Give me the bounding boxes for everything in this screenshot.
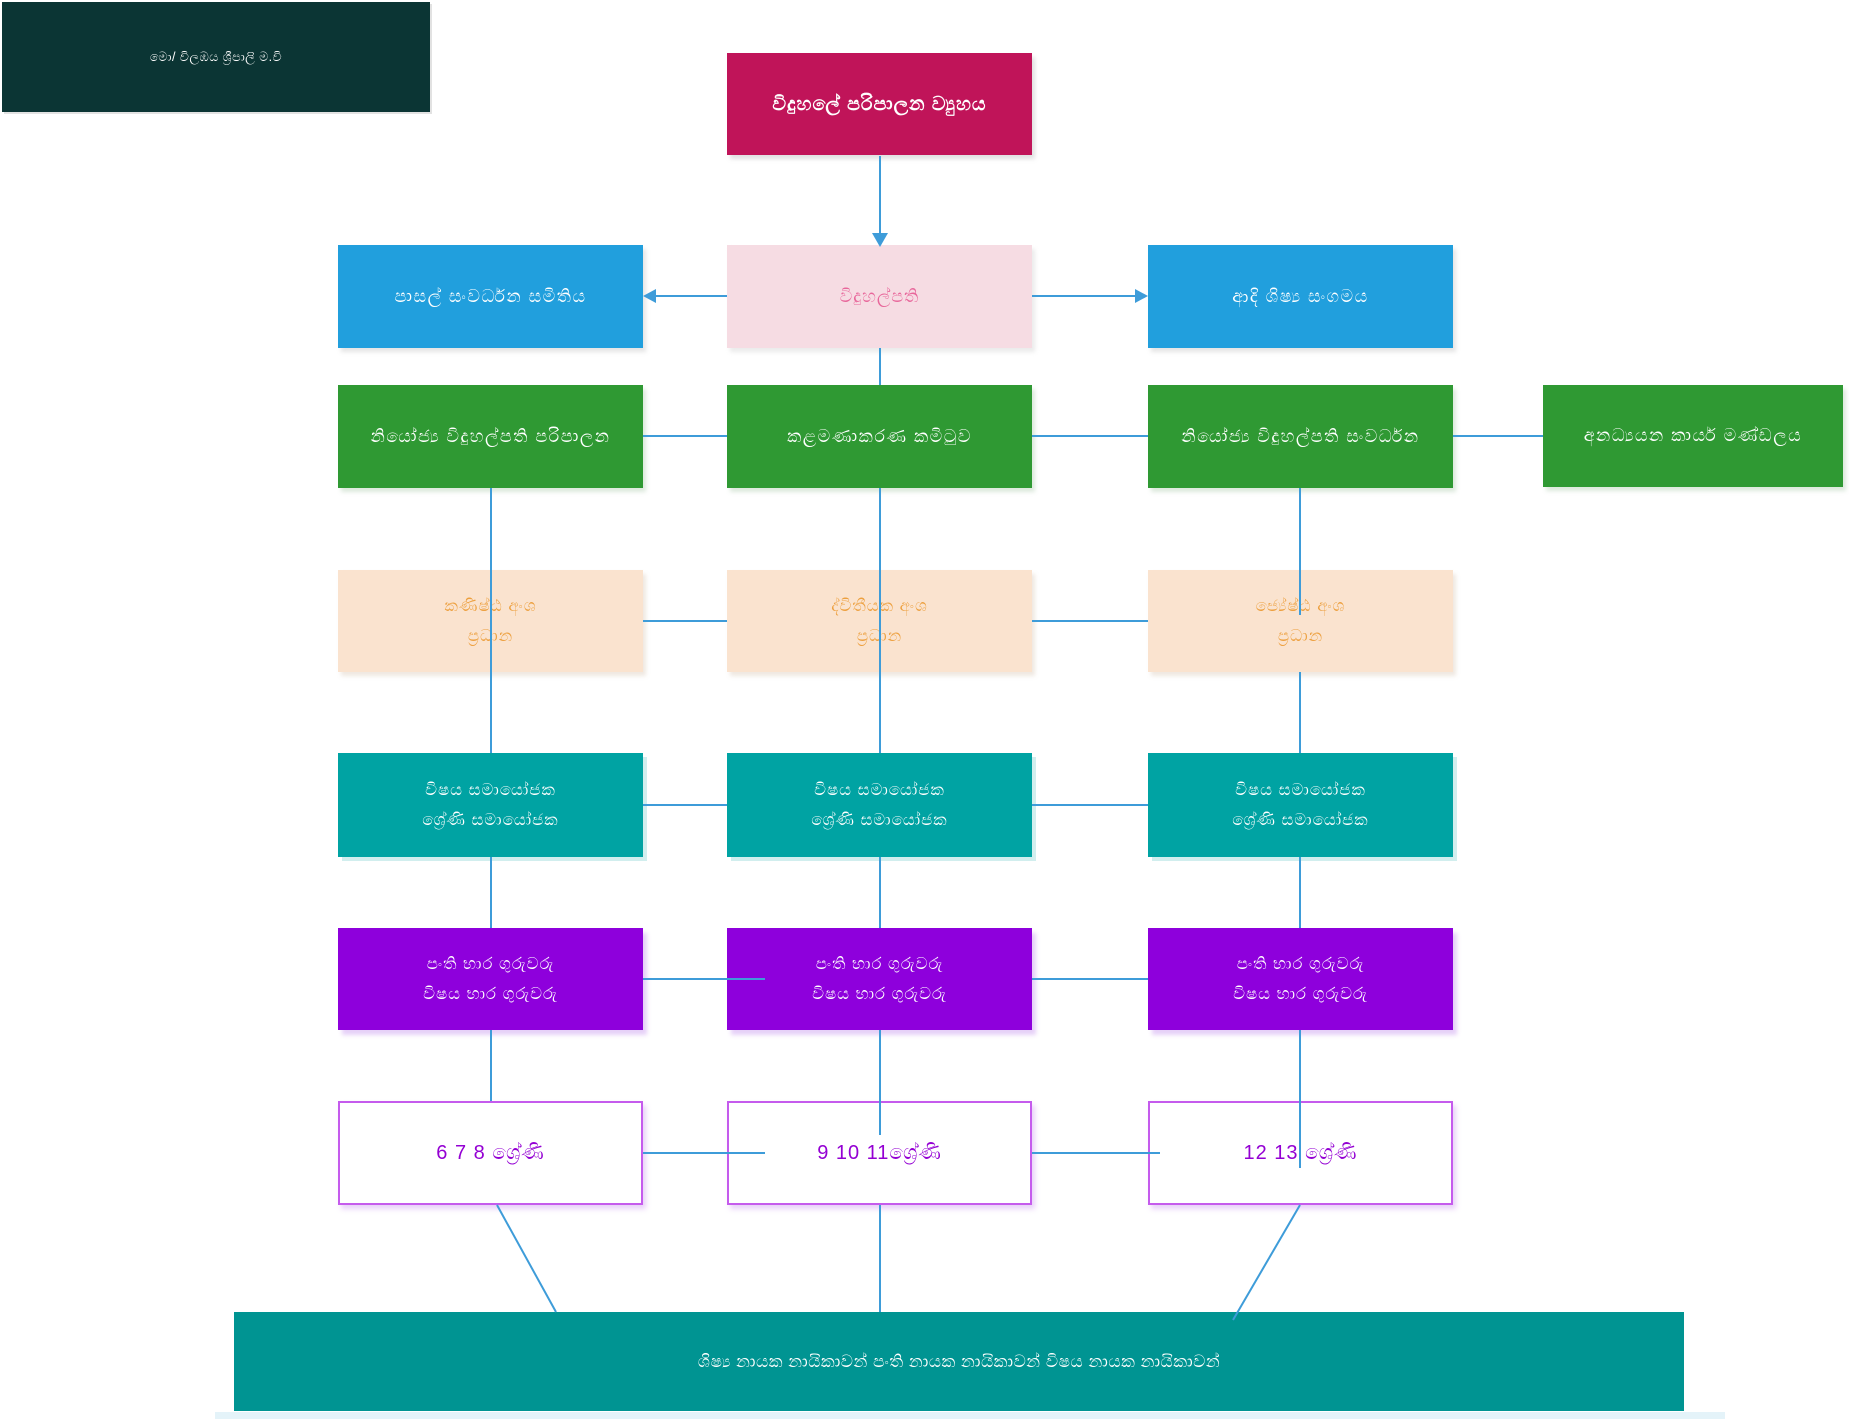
node-coordinators-junior: විෂය සමායෝජක ශ්‍රේණි සමායෝජක [338,753,643,857]
node-label: නියෝජ්‍ය විදුහල්පති පරිපාලන [370,425,611,446]
connector-grades1213-leaders [1232,1204,1301,1321]
node-label: විෂය භාර ගුරුවරු [423,985,558,1003]
node-label: 12 13 ශ්‍රේණි [1243,1142,1358,1164]
node-junior-section-head: කණිෂ්ඨ අංශ ප්‍රධාන [338,570,643,672]
chart-title-label: විදුහලේ පරිපාලන ව්‍යුහය [772,93,987,115]
arrowhead-left-sdc [643,289,656,303]
school-name-label: මො/ විලඹය ශ්‍රීපාලි ම.වි [149,49,283,64]
school-name-badge: මො/ විලඹය ශ්‍රීපාලි ම.වි [2,2,430,112]
node-label: විෂය භාර ගුරුවරු [1233,985,1368,1003]
node-principal: විදුහල්පති [727,245,1032,348]
node-coordinators-secondary: විෂය සමායෝජක ශ්‍රේණි සමායෝජක [727,753,1032,857]
node-grades-12-13: 12 13 ශ්‍රේණි [1148,1101,1453,1205]
node-chart-title: විදුහලේ පරිපාලන ව්‍යුහය [727,53,1032,155]
node-label: 6 7 8 ශ්‍රේණි [436,1142,545,1164]
node-label: ආදි ශිෂ්‍ය සංගමය [1232,285,1369,306]
node-student-leaders-bar: ශිෂ්‍ය නායක නායිකාවන් පංති නායක නායිකාවන… [234,1312,1684,1411]
node-teachers-senior: පංති භාර ගුරුවරු විෂය භාර ගුරුවරු [1148,928,1453,1030]
bottom-edge-strip [215,1412,1725,1419]
node-label: ශ්‍රේණි සමායෝජක [811,811,948,829]
node-non-academic-staff: අනධ්‍යයන කාර්ය මණ්ඩලය [1543,385,1843,487]
node-deputy-principal-admin: නියෝජ්‍ය විදුහල්පති පරිපාලන [338,385,643,488]
node-label: ශිෂ්‍ය නායක නායිකාවන් පංති නායක නායිකාවන… [697,1352,1221,1371]
node-teachers-junior: පංති භාර ගුරුවරු විෂය භාර ගුරුවරු [338,928,643,1030]
node-coordinators-senior: විෂය සමායෝජක ශ්‍රේණි සමායෝජක [1148,753,1453,857]
node-grades-9-10-11: 9 10 11ශ්‍රේණි [727,1101,1032,1205]
node-deputy-principal-development: නියෝජ්‍ය විදුහල්පති සංවර්ධන [1148,385,1453,488]
node-label: නියෝජ්‍ය විදුහල්පති සංවර්ධන [1181,425,1420,446]
node-label: කණිෂ්ඨ අංශ [444,596,537,615]
node-grades-6-7-8: 6 7 8 ශ්‍රේණි [338,1101,643,1205]
node-label: විදුහල්පති [839,285,920,306]
node-management-committee: කළමණාකරණ කමිටුව [727,385,1032,488]
node-label: 9 10 11ශ්‍රේණි [817,1142,942,1164]
node-label: ශ්‍රේණි සමායෝජක [422,811,559,829]
node-label: ප්‍රධාන [1277,627,1324,645]
node-label: විෂය සමායෝජක [425,780,556,799]
node-secondary-section-head: ද්විතීයක අංශ ප්‍රධාන [727,570,1032,672]
node-school-development-society: පාසල් සංවර්ධන සමිතිය [338,245,643,348]
connector-grades678-leaders [496,1204,557,1313]
node-label: ජ්‍යේෂ්ඨ අංශ [1255,596,1346,615]
node-label: පංති භාර ගුරුවරු [815,954,944,973]
node-label: පංති භාර ගුරුවරු [1236,954,1365,973]
node-senior-section-head: ජ්‍යේෂ්ඨ අංශ ප්‍රධාන [1148,570,1453,672]
node-label: අනධ්‍යයන කාර්ය මණ්ඩලය [1583,425,1803,446]
node-old-students-association: ආදි ශිෂ්‍ය සංගමය [1148,245,1453,348]
node-label: කළමණාකරණ කමිටුව [787,425,972,446]
node-teachers-secondary: පංති භාර ගුරුවරු විෂය භාර ගුරුවරු [727,928,1032,1030]
node-label: ප්‍රධාන [856,627,903,645]
node-label: ප්‍රධාන [467,627,514,645]
node-label: ශ්‍රේණි සමායෝජක [1232,811,1369,829]
arrowhead-right-osa [1135,289,1148,303]
node-label: විෂය භාර ගුරුවරු [812,985,947,1003]
node-label: විෂය සමායෝජක [814,780,945,799]
node-label: විෂය සමායෝජක [1235,780,1366,799]
node-label: පංති භාර ගුරුවරු [426,954,555,973]
node-label: ද්විතීයක අංශ [831,596,928,615]
node-label: පාසල් සංවර්ධන සමිතිය [394,285,587,306]
